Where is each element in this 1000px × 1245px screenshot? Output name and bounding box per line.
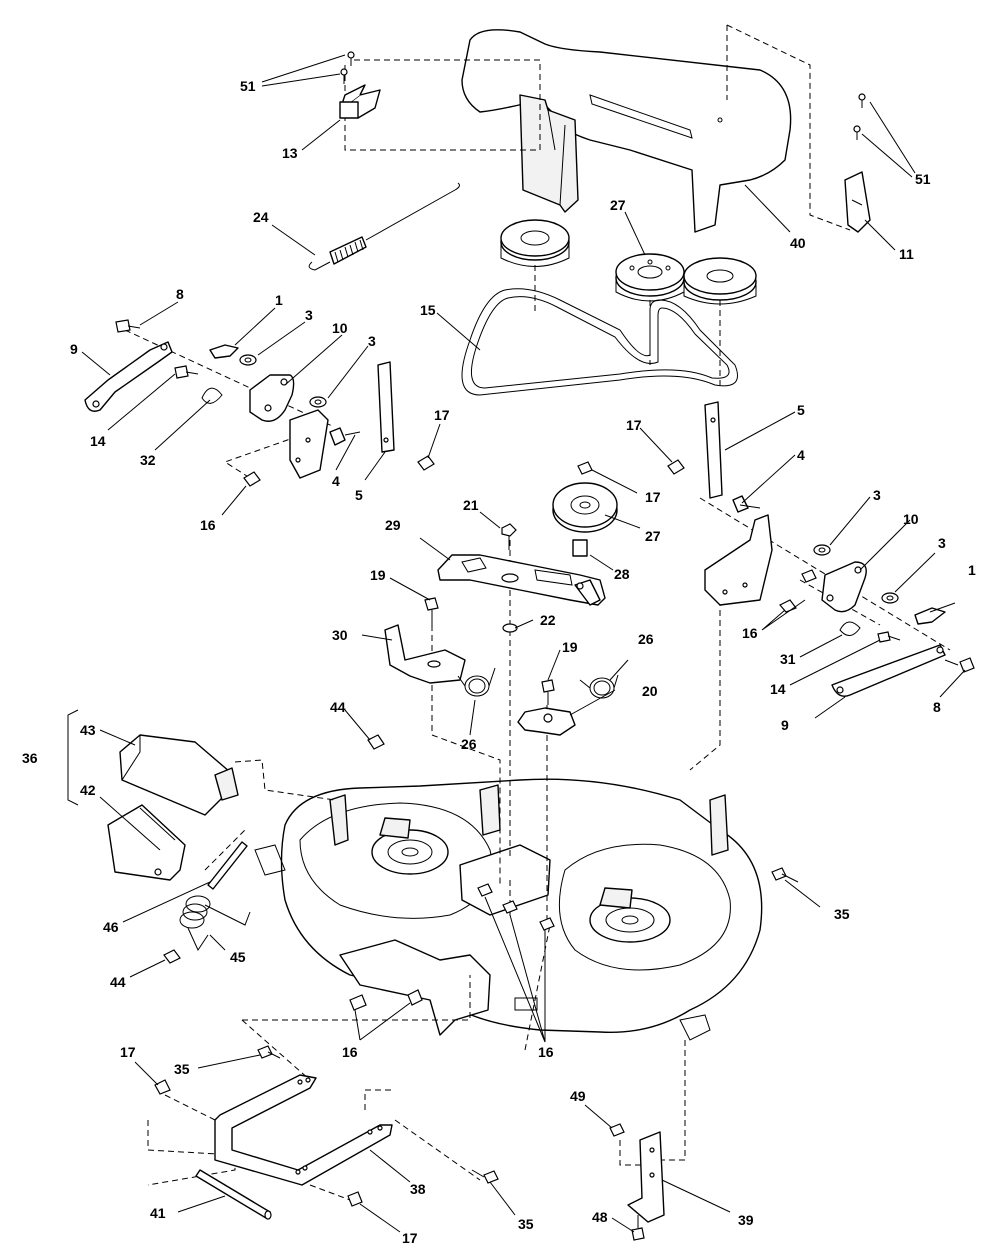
deflector-part-42 (107, 804, 186, 881)
bracket-part-30 (384, 597, 466, 684)
callout-48: 48 (592, 1209, 608, 1225)
callout-38: 38 (410, 1181, 426, 1197)
callout-44: 44 (110, 974, 126, 990)
callout-51: 51 (915, 171, 931, 187)
callout-8: 8 (933, 699, 941, 715)
callout-14: 14 (90, 433, 106, 449)
belt-cover-part-40 (461, 29, 792, 233)
callout-39: 39 (738, 1212, 754, 1228)
callout-labels: 51 13 24 8 1 3 10 3 9 14 32 4 5 16 17 15… (22, 78, 976, 1245)
callout-27: 27 (645, 528, 661, 544)
callout-leaders (67, 54, 966, 1233)
callout-26: 26 (638, 631, 654, 647)
callout-17: 17 (120, 1044, 136, 1060)
callout-8: 8 (176, 286, 184, 302)
callout-24: 24 (253, 209, 269, 225)
callout-31: 31 (780, 651, 796, 667)
callout-3: 3 (368, 333, 376, 349)
deck-hardware (163, 734, 799, 1011)
callout-10: 10 (332, 320, 348, 336)
callout-32: 32 (140, 452, 156, 468)
torsion-spring-part-26b (579, 674, 619, 699)
callout-3: 3 (938, 535, 946, 551)
callout-26: 26 (461, 736, 477, 752)
mower-deck-housing (254, 778, 763, 1041)
callout-16: 16 (200, 517, 216, 533)
callout-13: 13 (282, 145, 298, 161)
callout-21: 21 (463, 497, 479, 513)
callout-30: 30 (332, 627, 348, 643)
callout-43: 43 (80, 722, 96, 738)
callout-46: 46 (103, 919, 119, 935)
callout-36: 36 (22, 750, 38, 766)
callout-44: 44 (330, 699, 346, 715)
callout-51: 51 (240, 78, 256, 94)
callout-27: 27 (610, 197, 626, 213)
pulley-group (500, 219, 757, 557)
callout-29: 29 (385, 517, 401, 533)
callout-49: 49 (570, 1088, 586, 1104)
callout-9: 9 (70, 341, 78, 357)
discharge-chute-part-43 (119, 734, 239, 816)
torsion-spring-part-26a (457, 667, 496, 697)
bracket-part-13 (339, 51, 381, 119)
callout-17: 17 (626, 417, 642, 433)
callout-20: 20 (642, 683, 658, 699)
callout-17: 17 (402, 1230, 418, 1245)
callout-16: 16 (342, 1044, 358, 1060)
spring-part-45 (179, 895, 251, 952)
callout-42: 42 (80, 782, 96, 798)
callout-1: 1 (968, 562, 976, 578)
callout-45: 45 (230, 949, 246, 965)
callout-16: 16 (742, 625, 758, 641)
bracket-part-11 (844, 93, 871, 233)
callout-4: 4 (797, 447, 805, 463)
callout-35: 35 (518, 1216, 534, 1232)
rod-part-46 (207, 841, 248, 890)
callout-16: 16 (538, 1044, 554, 1060)
callout-19: 19 (562, 639, 578, 655)
callout-17: 17 (645, 489, 661, 505)
bracket-part-20 (517, 679, 576, 736)
front-bail-part-38 (154, 1045, 499, 1207)
right-idler-assembly (667, 401, 975, 697)
pin-part-41 (195, 1169, 272, 1220)
callout-11: 11 (899, 246, 914, 262)
callout-1: 1 (275, 292, 283, 308)
callout-15: 15 (420, 302, 436, 318)
callout-19: 19 (370, 567, 386, 583)
spring-part-24 (308, 182, 460, 271)
callout-40: 40 (790, 235, 806, 251)
callout-35: 35 (174, 1061, 190, 1077)
callout-9: 9 (781, 717, 789, 733)
bracket-part-39 (609, 1123, 665, 1241)
callout-4: 4 (332, 473, 340, 489)
callout-10: 10 (903, 511, 919, 527)
callout-22: 22 (540, 612, 556, 628)
callout-14: 14 (770, 681, 786, 697)
callout-5: 5 (355, 487, 363, 503)
callout-41: 41 (150, 1205, 166, 1221)
drive-belt-part-15 (461, 288, 738, 396)
left-idler-assembly (84, 319, 435, 487)
callout-17: 17 (434, 407, 450, 423)
callout-28: 28 (614, 566, 630, 582)
callout-3: 3 (305, 307, 313, 323)
idler-bracket-part-29 (437, 461, 606, 633)
callout-3: 3 (873, 487, 881, 503)
callout-5: 5 (797, 402, 805, 418)
callout-35: 35 (834, 906, 850, 922)
